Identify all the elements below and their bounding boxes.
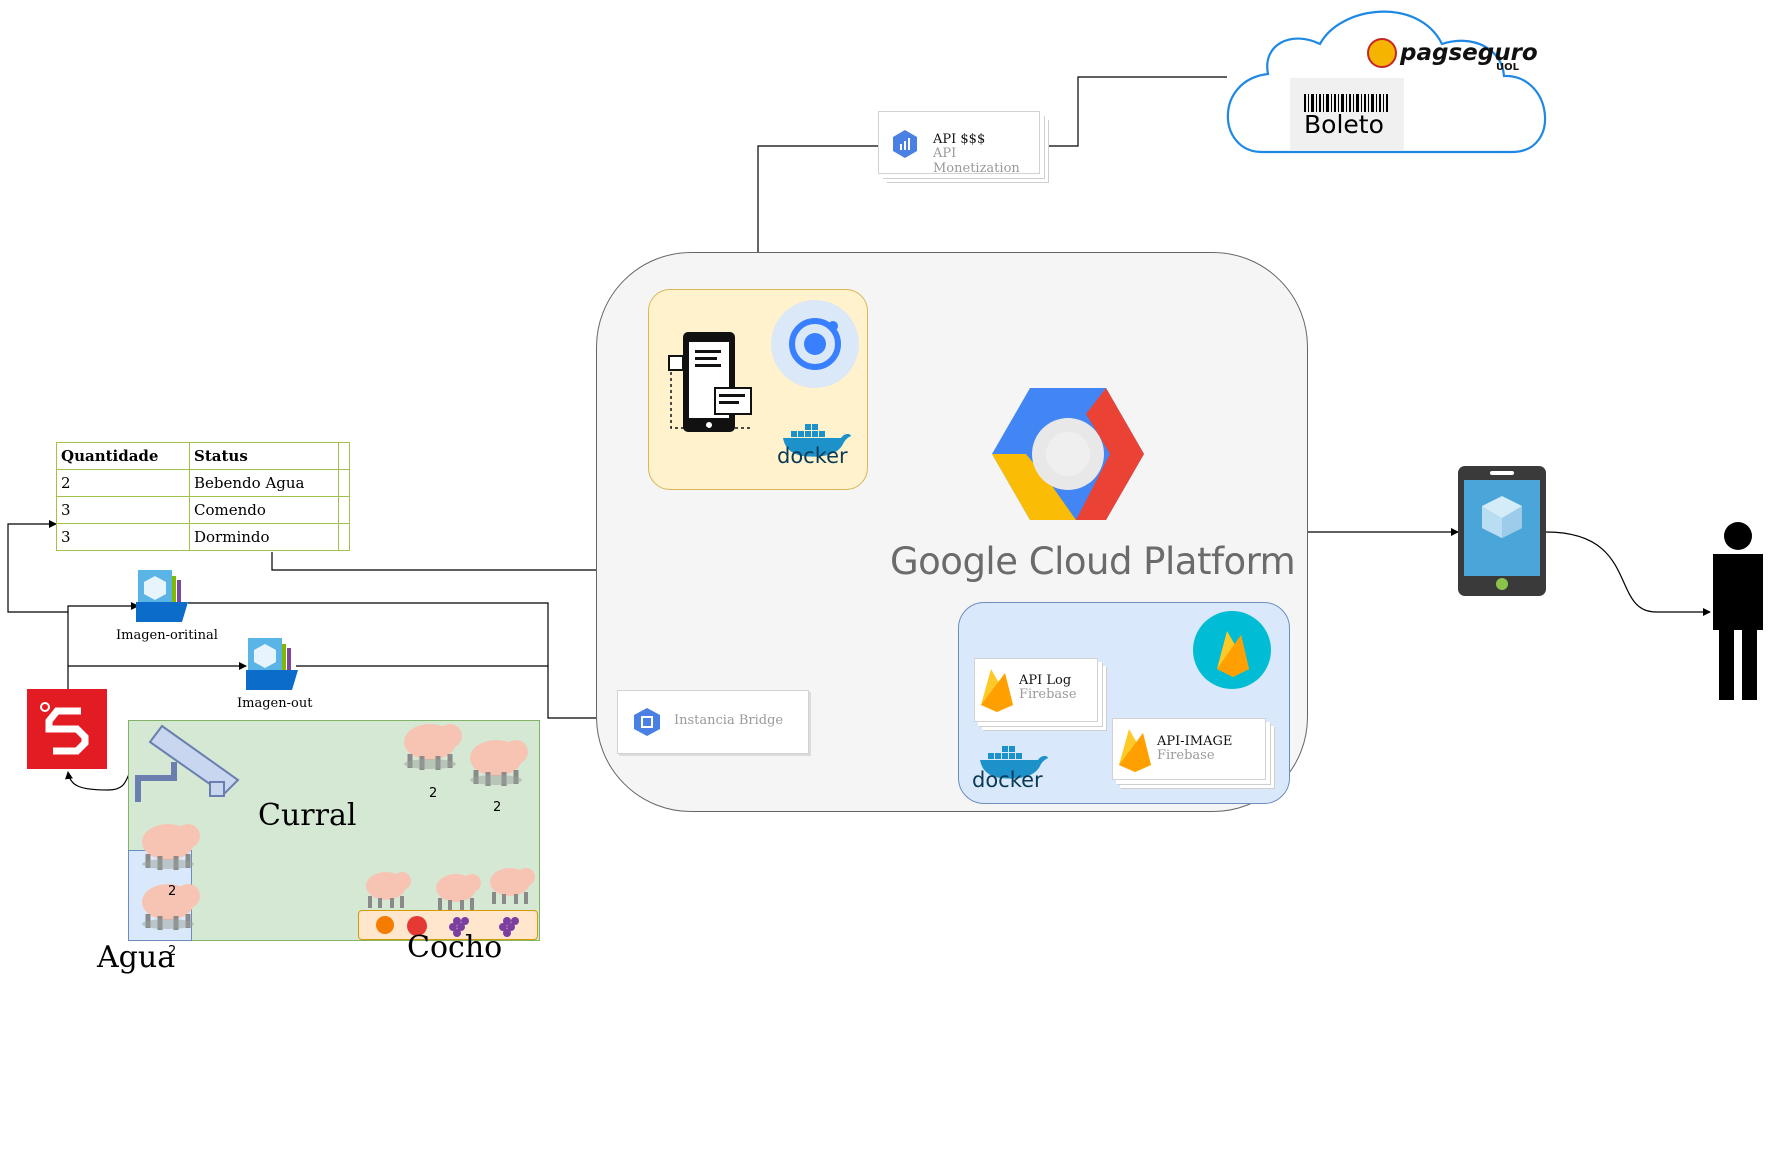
pagseguro-sub: UOL — [1496, 62, 1519, 73]
bridge-card[interactable]: Instancia Bridge — [617, 690, 809, 754]
docker-whale-icon-2 — [980, 746, 1048, 779]
mobile-app-dev-icon — [668, 332, 753, 432]
api-image-card[interactable]: API-IMAGE Firebase — [1112, 718, 1266, 780]
table-cell: Comendo — [189, 496, 339, 524]
ionic-icon — [789, 318, 841, 370]
docker-logo: docker — [777, 422, 853, 468]
docker-logo-firebase: docker — [972, 744, 1050, 792]
pig-count: 2 — [429, 786, 438, 801]
api-log-subtitle: Firebase — [1019, 687, 1077, 702]
food-icons — [376, 916, 519, 937]
table-cell: Bebendo Agua — [189, 469, 339, 497]
pig-icon — [470, 740, 528, 786]
bridge-label: Instancia Bridge — [674, 713, 784, 728]
table-header-quantidade: Quantidade — [56, 442, 190, 470]
pig-icon — [490, 868, 535, 904]
pig-count: 2 — [493, 800, 502, 815]
line-imagen-original-to-bridge — [188, 602, 605, 722]
table-cell: Dormindo — [189, 523, 339, 551]
pig-icon — [404, 724, 462, 770]
curral-label: Curral — [258, 798, 357, 833]
line-streamsets-to-table — [7, 520, 69, 690]
api-monetization-subtitle: API Monetization — [933, 146, 1020, 176]
table-row: 3 Comendo — [56, 496, 350, 524]
pagseguro-brand: pagseguro — [1400, 40, 1538, 66]
user-icon — [1713, 522, 1763, 700]
boleto-card: Boleto — [1290, 78, 1404, 150]
streamsets-logo — [27, 689, 107, 769]
line-phone-to-user — [1545, 531, 1711, 616]
gcp-title: Google Cloud Platform — [890, 540, 1296, 583]
pig-icon — [436, 874, 481, 910]
firebase-api-image-icon — [1119, 729, 1151, 772]
api-image-title: API-IMAGE — [1157, 734, 1233, 749]
line-cloud-to-api — [1045, 76, 1227, 147]
app-container: docker — [648, 289, 868, 490]
ionic-logo-bg — [771, 300, 859, 388]
pig-icon — [142, 824, 200, 870]
table-cell: 3 — [56, 496, 190, 524]
line-api-to-ionic — [754, 145, 880, 287]
image-storage-icon-original — [136, 570, 188, 622]
pig-icon — [366, 872, 411, 908]
agua-label: Agua — [97, 940, 176, 975]
imagen-out-label: Imagen-out — [237, 696, 313, 711]
api-monetization-title: API $$$ — [933, 132, 986, 147]
pagseguro-logo-icon — [1367, 38, 1397, 68]
mobile-phone-icon — [1458, 466, 1546, 596]
payment-cloud — [1226, 10, 1547, 154]
api-log-title: API Log — [1019, 673, 1072, 688]
firebase-logo-bg — [1193, 611, 1271, 689]
compute-engine-icon — [634, 708, 660, 736]
barcode-icon — [1304, 94, 1388, 112]
cocho-label: Cocho — [407, 930, 503, 965]
pig-count: 2 — [168, 944, 177, 959]
google-cloud-icon — [992, 388, 1144, 520]
api-log-card[interactable]: API Log Firebase — [974, 658, 1098, 722]
cocho-area — [358, 910, 538, 940]
api-image-subtitle: Firebase — [1157, 748, 1215, 763]
pig-count: 2 — [168, 884, 177, 899]
table-cell: 3 — [56, 523, 190, 551]
api-monetization-card[interactable]: API $$$ API Monetization — [878, 111, 1040, 176]
imagen-original-label: Imagen-oritinal — [116, 628, 218, 643]
firebase-api-log-icon — [981, 669, 1013, 712]
security-camera-icon — [135, 724, 240, 802]
table-cell: 2 — [56, 469, 190, 497]
table-row: 3 Dormindo — [56, 523, 350, 551]
table-header-status: Status — [189, 442, 339, 470]
status-table: Quantidade Status 2 Bebendo Agua 3 Comen… — [56, 442, 350, 551]
pig-icon — [142, 884, 200, 930]
firebase-icon — [1217, 631, 1249, 677]
line-to-imagen-original — [67, 602, 139, 612]
docker-whale-icon — [783, 424, 851, 457]
docker-label-1: docker — [777, 444, 848, 468]
boleto-label: Boleto — [1304, 110, 1384, 139]
table-row: 2 Bebendo Agua — [56, 469, 350, 497]
streamsets-icon — [40, 702, 89, 755]
docker-label-2: docker — [972, 768, 1043, 792]
status-table-wrapper: Quantidade Status 2 Bebendo Agua 3 Comen… — [56, 442, 350, 551]
api-monetization-icon — [891, 130, 919, 158]
image-storage-icon-out — [246, 638, 298, 690]
